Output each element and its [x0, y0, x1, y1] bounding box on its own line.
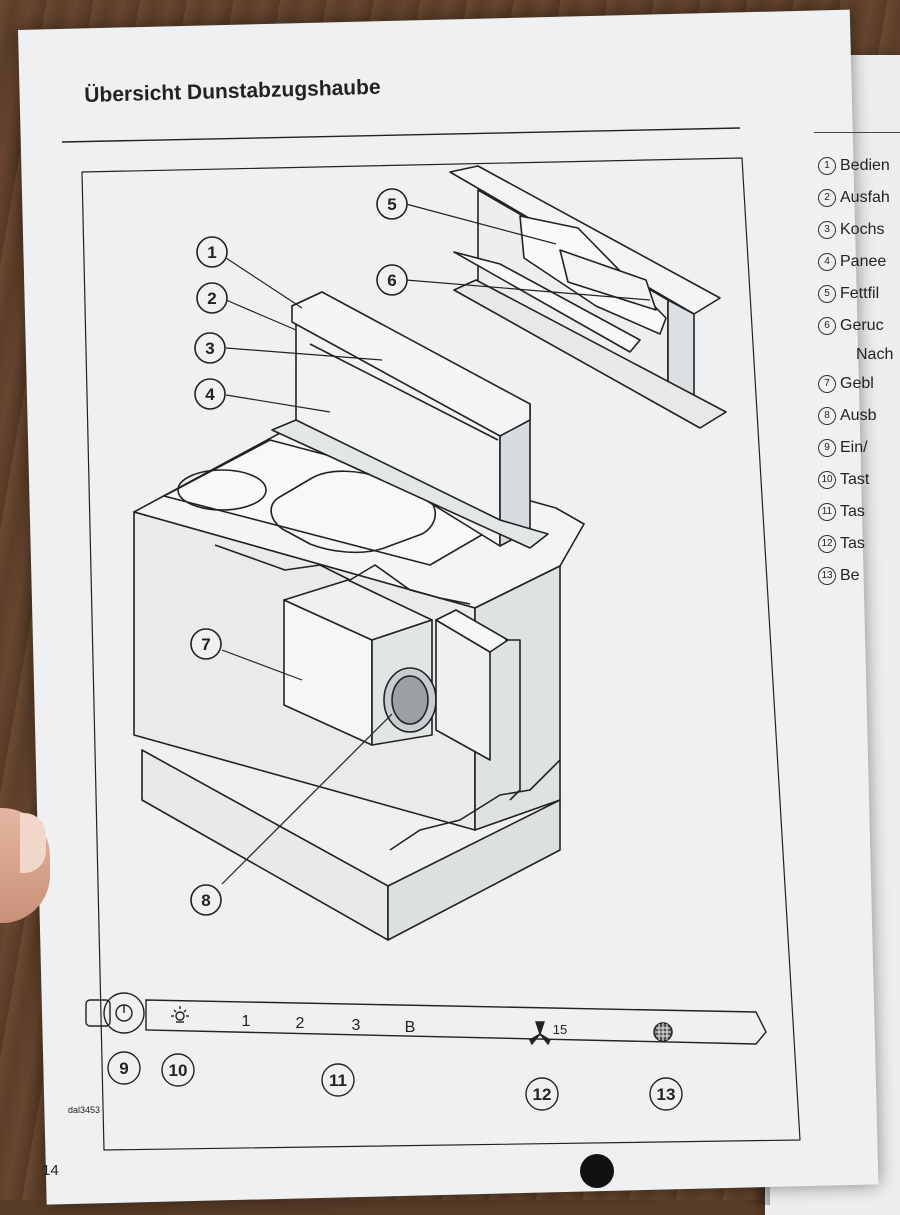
power-button-ring: [103, 992, 145, 1034]
callout-6: [376, 264, 408, 296]
callout-9: [107, 1051, 141, 1085]
callout-2-label: 2: [207, 289, 216, 308]
callout-13: [649, 1077, 683, 1111]
callout-13-label: 13: [657, 1085, 676, 1104]
callout-3-label: 3: [205, 339, 214, 358]
leader-2: [225, 299, 297, 331]
leader-7: [221, 649, 303, 681]
callout-8: [190, 884, 222, 916]
figure-frame: [81, 157, 801, 1151]
fan-level-2: 2: [296, 1015, 305, 1032]
page-number: 14: [42, 1162, 59, 1179]
figure-code: dal3453: [68, 1105, 100, 1115]
filter-panel: [453, 251, 641, 353]
leader-5: [405, 203, 557, 245]
fan-timer-label: 15: [553, 1022, 567, 1037]
cooking-zone-flex: [270, 470, 436, 554]
odour-filter: [559, 249, 657, 311]
leader-1: [225, 257, 303, 309]
light-icon: [175, 1011, 185, 1021]
leader-4: [225, 394, 331, 413]
hood-base-frame: [271, 419, 549, 549]
fan-level-1: 1: [242, 1013, 251, 1030]
leader-8: [221, 713, 393, 885]
cabinet-plinth-side: [387, 799, 561, 941]
legend-item-continued: Nach: [856, 346, 894, 363]
callout-4: [194, 378, 226, 410]
callout-3: [194, 332, 226, 364]
callout-2: [196, 282, 228, 314]
callout-7-label: 7: [201, 635, 210, 654]
leader-3: [225, 347, 383, 361]
fan-icon: [529, 1021, 551, 1046]
callout-6-label: 6: [387, 271, 396, 290]
leader-6: [405, 279, 651, 301]
callout-5: [376, 188, 408, 220]
control-panel: [85, 992, 767, 1111]
callout-5-label: 5: [387, 195, 396, 214]
callout-9-label: 9: [119, 1059, 128, 1078]
hood-slot: [309, 343, 499, 441]
callout-12-label: 12: [533, 1085, 552, 1104]
cutaway-edge: [214, 544, 471, 605]
callout-10-label: 10: [169, 1061, 188, 1080]
title-rule: [61, 127, 741, 143]
callout-4-label: 4: [205, 385, 215, 404]
fan-level-3: 3: [352, 1017, 361, 1034]
callout-11-label: 11: [329, 1071, 347, 1090]
hood-exploded-base: [453, 279, 727, 429]
cooking-zone-round: [177, 469, 267, 511]
callout-1: [196, 236, 228, 268]
binding-hole: [580, 1154, 614, 1188]
thumbnail: [20, 813, 46, 873]
panel-end-cap: [85, 999, 111, 1027]
panel-strip: [145, 999, 767, 1045]
hood-control-bar: [291, 291, 531, 437]
callout-1-label: 1: [207, 243, 216, 262]
callout-7: [190, 628, 222, 660]
callout-12: [525, 1077, 559, 1111]
callout-10: [161, 1053, 195, 1087]
callout-8-label: 8: [201, 891, 210, 910]
cable: [505, 639, 521, 801]
cutaway-edge-lower: [389, 759, 561, 851]
boost-label: B: [405, 1019, 416, 1036]
callout-11: [321, 1063, 355, 1097]
right-page-rule: [814, 132, 900, 133]
